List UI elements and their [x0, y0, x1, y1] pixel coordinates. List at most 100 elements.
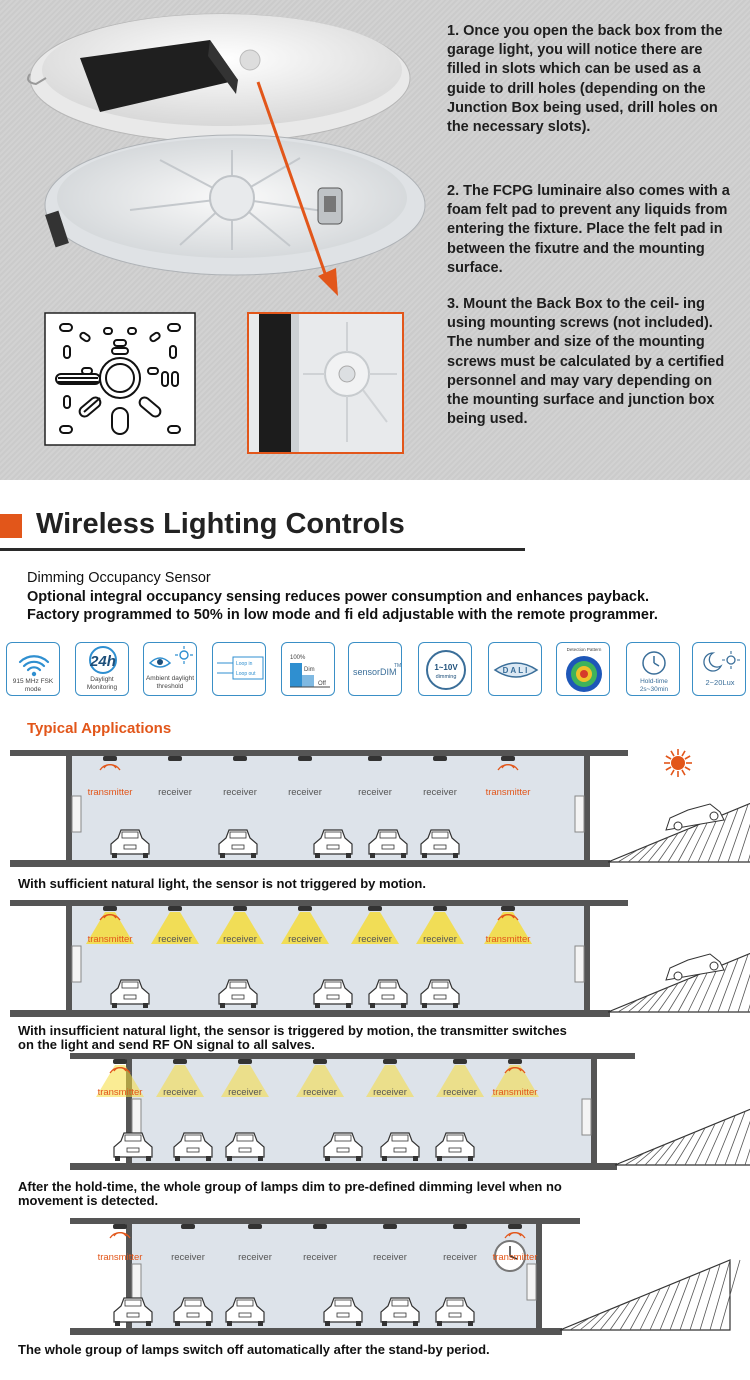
door: [71, 945, 82, 983]
ramp-hatch: [654, 1140, 676, 1166]
car-body: [323, 1297, 363, 1323]
ramp-hatch: [697, 816, 719, 863]
car-window: [124, 1299, 142, 1307]
car-window: [391, 1134, 409, 1142]
lamp-fixture: [233, 906, 247, 911]
back-box-slot-diagram: [44, 312, 196, 446]
feature-hold-time: Hold-time 2s~30min: [626, 642, 680, 696]
car-window: [446, 1134, 464, 1142]
transmitter-label: transmitter: [493, 1252, 538, 1263]
installation-panel: 1. Once you open the back box from the g…: [0, 0, 750, 480]
car-grille: [231, 844, 245, 850]
feature-loop: Loop in Loop out: [212, 642, 266, 696]
ramp-hatch: [667, 828, 689, 863]
floor-slab: [70, 1328, 562, 1335]
left-wall: [66, 906, 72, 1012]
rf-signal-icon: [109, 1232, 131, 1239]
transmitter-label: transmitter: [486, 934, 531, 945]
ramp: [607, 952, 750, 1013]
light-beam: [156, 1065, 204, 1097]
sun-icon: [671, 756, 685, 770]
car-window: [229, 831, 247, 839]
ramp-hatch: [627, 995, 649, 1013]
voltage-sub: dimming: [436, 674, 457, 680]
door: [574, 795, 585, 833]
door: [574, 945, 585, 983]
ramp-hatch: [649, 1284, 671, 1331]
lamp-fixture: [433, 756, 447, 761]
ramp-hatch: [569, 1317, 591, 1331]
car-tire: [175, 1156, 180, 1161]
light-beam: [491, 1065, 539, 1097]
ramp-hatch: [707, 962, 729, 1013]
wheel: [673, 821, 683, 831]
typical-applications-title: Typical Applications: [27, 720, 172, 737]
sun-ray: [665, 766, 672, 771]
ramp-hatch: [627, 845, 649, 863]
rf-signal-icon: [504, 1232, 526, 1239]
rf-signal-icon: [109, 1067, 131, 1074]
ceiling-slab: [10, 750, 628, 756]
ramp-hatch: [644, 1144, 666, 1166]
car-tire: [453, 853, 458, 858]
feature-lux: 2~20Lux: [692, 642, 746, 696]
door: [131, 1098, 142, 1136]
rf-signal-icon: [99, 914, 121, 921]
right-wall: [591, 1059, 597, 1165]
car-tire: [453, 1003, 458, 1008]
lamp-fixture: [383, 1224, 397, 1229]
lamp-fixture: [298, 756, 312, 761]
lamp-fixture: [313, 1224, 327, 1229]
fixture-exploded-illustration: [27, 13, 426, 296]
ramp-hatch: [639, 1288, 661, 1331]
receiver-label: receiver: [373, 1087, 407, 1098]
parked-car: [435, 1132, 475, 1161]
light-beam: [351, 912, 399, 944]
rf-signal-icon: [497, 914, 519, 921]
lamp-fixture: [453, 1224, 467, 1229]
car-window: [324, 831, 342, 839]
car-body: [110, 829, 150, 855]
rf-signal-icon: [99, 764, 121, 771]
car-tire: [315, 853, 320, 858]
ramp-hatch: [599, 1305, 621, 1331]
lamp-fixture: [103, 756, 117, 761]
light-beam: [416, 912, 464, 944]
ramp-hatch: [617, 999, 639, 1013]
ceiling-slab: [70, 1218, 580, 1224]
parked-car: [313, 829, 353, 858]
install-step-3: 3. Mount the Back Box to the ceil- ing u…: [447, 296, 725, 428]
ramp-hatch: [659, 1280, 681, 1331]
lamp-fixture: [181, 1224, 195, 1229]
car-tire: [146, 1321, 151, 1326]
car-tire: [112, 1003, 117, 1008]
car-window: [334, 1134, 352, 1142]
ramp-hatch: [589, 1309, 611, 1331]
parked-car: [218, 979, 258, 1008]
car-window: [236, 1134, 254, 1142]
lamp-fixture: [368, 756, 382, 761]
sensor-description-line-1: Optional integral occupancy sensing redu…: [27, 589, 650, 605]
car-tire: [413, 1321, 418, 1326]
ramp-hatch: [719, 1259, 741, 1331]
sensordim-tm: TM: [394, 663, 401, 669]
transmitter-label: transmitter: [493, 1087, 538, 1098]
light-beam: [216, 912, 264, 944]
lamp-fixture: [103, 906, 117, 911]
car-tire: [401, 853, 406, 858]
ramp-hatch: [744, 1148, 750, 1166]
car-tire: [422, 1003, 427, 1008]
car-window: [184, 1134, 202, 1142]
car-grille: [238, 1147, 252, 1153]
sensor-name: Dimming Occupancy Sensor: [27, 570, 211, 586]
car-grille: [326, 844, 340, 850]
car-grille: [433, 844, 447, 850]
door: [581, 1098, 592, 1136]
receiver-label: receiver: [171, 1252, 205, 1263]
car-body: [313, 979, 353, 1005]
car-window: [184, 1299, 202, 1307]
car-body: [420, 979, 460, 1005]
car-window: [431, 981, 449, 989]
car-grille: [381, 994, 395, 1000]
